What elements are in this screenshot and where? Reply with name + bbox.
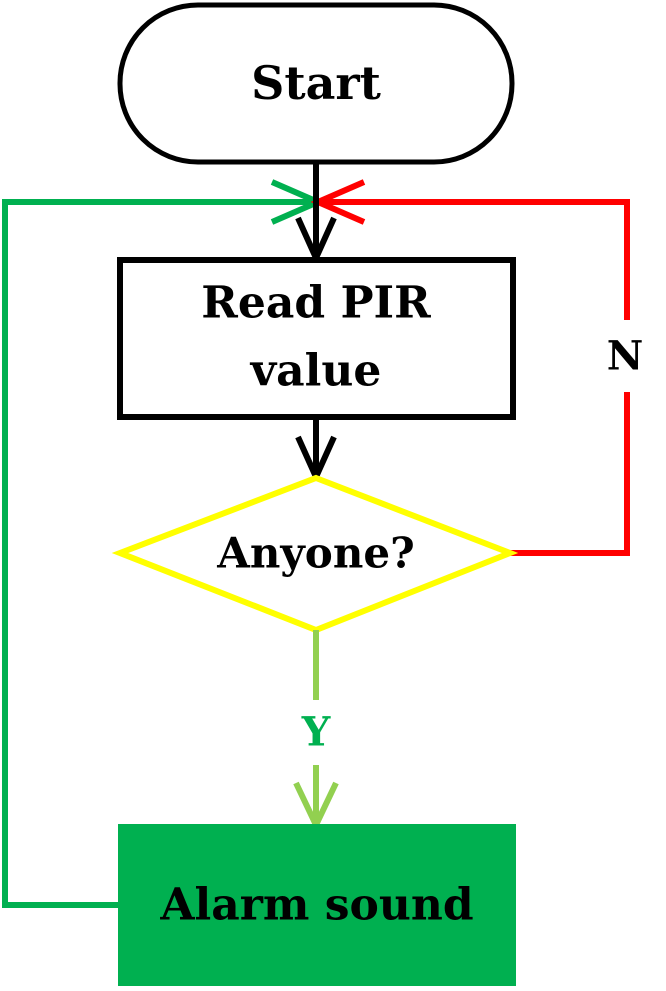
read-pir-node bbox=[117, 257, 516, 420]
no-edge-label: N bbox=[607, 333, 644, 380]
start-label: Start bbox=[251, 56, 382, 110]
no-edge-line-lower bbox=[508, 392, 630, 556]
loop-edge-line bbox=[2, 199, 318, 908]
alarm-sound-node bbox=[118, 824, 516, 986]
no-edge-line-upper bbox=[318, 199, 630, 320]
yes-edge-label: Y bbox=[301, 709, 331, 756]
decision-label: Anyone? bbox=[216, 529, 414, 578]
read-pir-label-line1: Read PIR bbox=[201, 278, 431, 329]
read-pir-label-line2: value bbox=[250, 346, 382, 397]
start-node bbox=[117, 2, 515, 165]
alarm-sound-label: Alarm sound bbox=[159, 880, 473, 931]
